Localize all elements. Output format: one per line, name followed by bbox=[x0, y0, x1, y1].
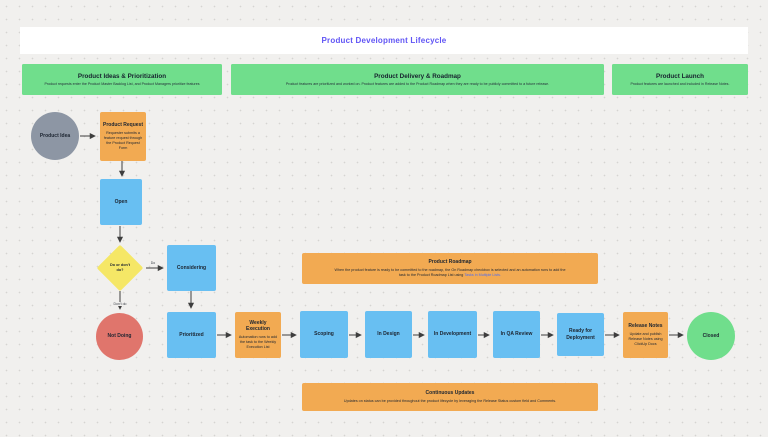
node-in-qa-review[interactable]: In QA Review bbox=[493, 311, 540, 358]
node-note: When the product feature is ready to be … bbox=[328, 268, 572, 278]
node-label: Product Request bbox=[102, 121, 143, 128]
node-label: Continuous Updates bbox=[425, 390, 475, 397]
node-in-design[interactable]: In Design bbox=[365, 311, 412, 358]
node-label: Closed bbox=[702, 332, 720, 339]
node-note: Updates on status can be provided throug… bbox=[343, 398, 557, 403]
diagram-title-bar: Product Development Lifecycle bbox=[20, 27, 748, 54]
node-label: Product Roadmap bbox=[428, 258, 472, 265]
node-label: In Development bbox=[433, 331, 472, 338]
node-label: Considering bbox=[176, 264, 207, 271]
node-note: Update and publish Release Notes using C… bbox=[628, 331, 663, 346]
phase-subtitle: Product requests enter the Product Maste… bbox=[44, 82, 200, 87]
node-not-doing[interactable]: Not Doing bbox=[96, 313, 143, 360]
phase-subtitle: Product features are prioritized and wor… bbox=[285, 82, 550, 87]
phase-title: Product Launch bbox=[656, 72, 704, 80]
node-continuous-updates[interactable]: Continuous Updates Updates on status can… bbox=[302, 383, 598, 411]
node-label: Scoping bbox=[314, 331, 334, 338]
node-scoping[interactable]: Scoping bbox=[300, 311, 348, 358]
node-label: Open bbox=[114, 198, 128, 205]
node-label: In Design bbox=[377, 331, 400, 338]
node-product-request[interactable]: Product Request Requester submits a feat… bbox=[100, 112, 146, 161]
node-label: Ready for Deployment bbox=[566, 328, 595, 341]
node-in-development[interactable]: In Development bbox=[428, 311, 477, 358]
node-release-notes[interactable]: Release Notes Update and publish Release… bbox=[623, 312, 668, 358]
node-weekly-execution[interactable]: Weekly Execution Automation runs to add … bbox=[235, 312, 281, 358]
node-label: Prioritized bbox=[179, 331, 204, 338]
node-label: Not Doing bbox=[107, 333, 132, 340]
page-title: Product Development Lifecycle bbox=[321, 36, 447, 45]
node-label: Do or don't do? bbox=[109, 262, 131, 272]
node-open[interactable]: Open bbox=[100, 179, 142, 225]
node-label: Product Idea bbox=[39, 132, 71, 139]
node-label: In QA Review bbox=[500, 331, 533, 338]
phase-subtitle: Product features are launched and includ… bbox=[630, 82, 730, 87]
note-text: When the product feature is ready to be … bbox=[334, 267, 566, 277]
node-note: Automation runs to add the task to the W… bbox=[238, 334, 278, 350]
node-considering[interactable]: Considering bbox=[167, 245, 216, 291]
tasks-in-multiple-lists-link[interactable]: Tasks in Multiple Lists. bbox=[464, 272, 501, 277]
node-ready-for-deployment[interactable]: Ready for Deployment bbox=[557, 313, 604, 356]
node-note: Requester submits a feature request thro… bbox=[103, 130, 143, 151]
node-label: Release Notes bbox=[628, 322, 663, 329]
edge-label-dont-do: Don't do bbox=[112, 302, 128, 306]
phase-product-launch[interactable]: Product Launch Product features are laun… bbox=[612, 64, 748, 95]
node-label: Weekly Execution bbox=[246, 319, 270, 332]
node-product-idea[interactable]: Product Idea bbox=[31, 112, 79, 160]
phase-title: Product Delivery & Roadmap bbox=[374, 72, 461, 80]
edge-label-do: Do bbox=[149, 261, 157, 265]
node-product-roadmap[interactable]: Product Roadmap When the product feature… bbox=[302, 253, 598, 284]
phase-product-delivery-roadmap[interactable]: Product Delivery & Roadmap Product featu… bbox=[231, 64, 604, 95]
phase-title: Product Ideas & Prioritization bbox=[77, 72, 167, 80]
node-closed[interactable]: Closed bbox=[687, 312, 735, 360]
node-decision[interactable]: Do or don't do? bbox=[96, 244, 144, 292]
node-prioritized[interactable]: Prioritized bbox=[167, 312, 216, 358]
phase-product-ideas-prioritization[interactable]: Product Ideas & Prioritization Product r… bbox=[22, 64, 222, 95]
